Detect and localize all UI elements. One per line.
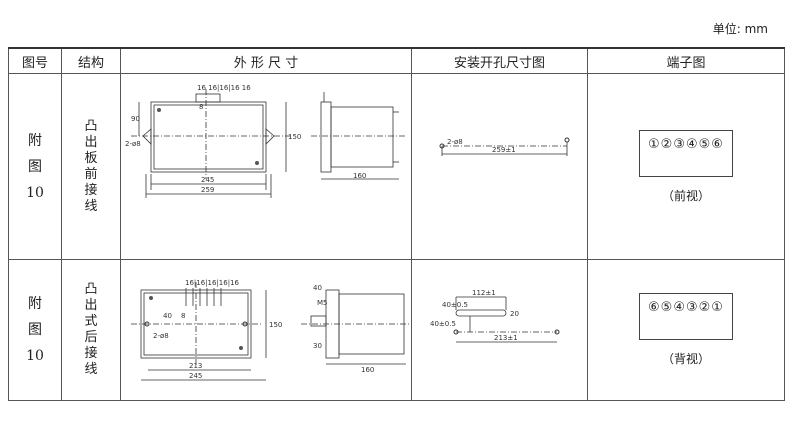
svg-text:8: 8 xyxy=(199,103,203,111)
outline-drawing: 16|16|16|16|16 40 8 2-ø8 150 213 245 40 … xyxy=(120,259,412,401)
svg-text:M5: M5 xyxy=(317,299,328,307)
structure: 凸出式后接线 xyxy=(61,259,121,401)
svg-text:2-ø8: 2-ø8 xyxy=(447,138,463,146)
structure: 凸出板前接线 xyxy=(61,73,121,260)
terminal-block: ①②③④⑤⑥ xyxy=(639,129,733,177)
outline-drawing: 16 16|16|16 16 90 8 2-ø8 150 245 259 160 xyxy=(120,73,412,260)
svg-text:90: 90 xyxy=(131,115,140,123)
svg-text:160: 160 xyxy=(361,366,374,374)
header-dims: 外 形 尺 寸 xyxy=(120,47,412,74)
svg-text:20: 20 xyxy=(510,310,519,318)
view-label: （前视） xyxy=(661,188,710,203)
header-row: 图号 结构 外 形 尺 寸 安装开孔尺寸图 端子图 xyxy=(8,47,785,74)
svg-text:40: 40 xyxy=(313,284,322,292)
svg-text:112±1: 112±1 xyxy=(472,289,496,297)
unit-label: 单位: mm xyxy=(712,22,768,36)
view-label: （背视） xyxy=(661,352,710,366)
svg-text:30: 30 xyxy=(313,342,322,350)
svg-text:259±1: 259±1 xyxy=(492,146,516,154)
terminal-block: ⑥⑤④③②① xyxy=(639,293,733,340)
svg-text:40±0.5: 40±0.5 xyxy=(430,320,456,328)
svg-text:150: 150 xyxy=(288,133,301,141)
svg-text:245: 245 xyxy=(201,176,214,184)
svg-text:8: 8 xyxy=(181,312,185,320)
svg-text:2-ø8: 2-ø8 xyxy=(125,140,141,148)
header-terminal: 端子图 xyxy=(587,47,785,74)
header-structure: 结构 xyxy=(61,47,121,74)
svg-text:213: 213 xyxy=(189,362,202,370)
svg-text:40: 40 xyxy=(163,312,172,320)
header-fig: 图号 xyxy=(8,47,62,74)
svg-text:2-ø8: 2-ø8 xyxy=(153,332,169,340)
cutout-drawing: 2-ø8 259±1 xyxy=(411,73,588,260)
svg-text:213±1: 213±1 xyxy=(494,334,518,342)
svg-text:160: 160 xyxy=(353,172,366,180)
svg-text:259: 259 xyxy=(201,186,214,194)
header-cutout: 安装开孔尺寸图 xyxy=(411,47,588,74)
cutout-drawing: 40±0.5 40±0.5 112±1 20 213±1 xyxy=(411,259,588,401)
svg-text:150: 150 xyxy=(269,321,282,329)
svg-text:16 16|16|16 16: 16 16|16|16 16 xyxy=(197,84,251,92)
svg-text:40±0.5: 40±0.5 xyxy=(442,301,468,309)
terminal-diagram: ①②③④⑤⑥ （前视） xyxy=(587,73,785,260)
terminal-diagram: ⑥⑤④③②① （背视） xyxy=(587,259,785,401)
svg-text:245: 245 xyxy=(189,372,202,380)
svg-text:16|16|16|16|16: 16|16|16|16|16 xyxy=(185,279,240,287)
